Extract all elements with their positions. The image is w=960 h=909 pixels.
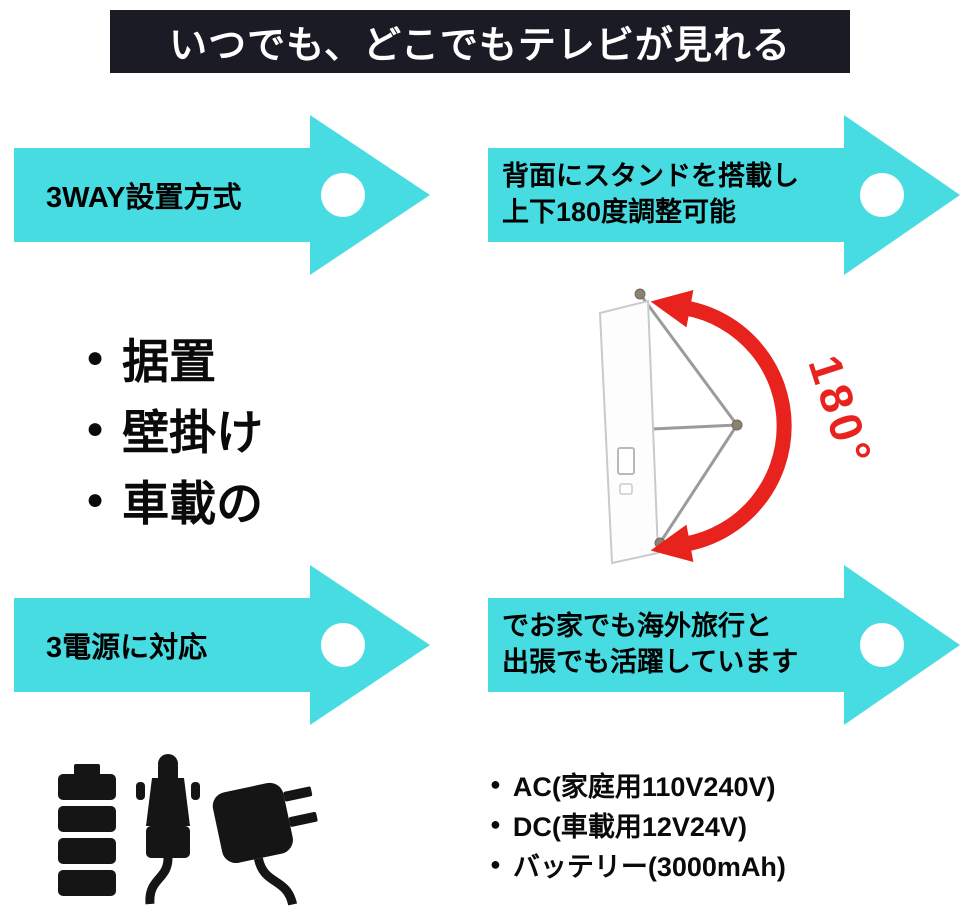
arrow-power-label: 3電源に対応 [14, 598, 207, 692]
arrow-stand-line2: 上下180度調整可能 [502, 197, 737, 227]
arrow-3way-label: 3WAY設置方式 [14, 148, 242, 242]
arrow-power-text: 3電源に対応 [46, 632, 208, 664]
arrow-banner-power: 3電源に対応 [14, 565, 430, 725]
mount-type-item: 車載の [86, 464, 263, 535]
arrow-circle-icon [860, 173, 904, 217]
mount-type-list: 据置 壁掛け 車載の [86, 322, 263, 535]
ac-adapter-icon [212, 782, 318, 906]
battery-icon [58, 764, 116, 896]
power-source-list: AC(家庭用110V240V) DC(車載用12V24V) バッテリー(3000… [490, 764, 786, 884]
rotation-arc-icon [650, 290, 792, 562]
arrow-stand-line1: 背面にスタンドを搭載し [502, 161, 799, 192]
arrow-banner-stand-detail: 背面にスタンドを搭載し 上下180度調整可能 [488, 115, 960, 275]
arrow-travel-line1: でお家でも海外旅行と [502, 611, 772, 642]
power-source-item: バッテリー(3000mAh) [490, 844, 786, 884]
mount-type-item: 据置 [86, 322, 263, 393]
header-banner: いつでも、どこでもテレビが見れる [110, 10, 850, 73]
car-charger-plug-icon [136, 754, 200, 905]
mount-type-item: 壁掛け [86, 393, 263, 464]
power-icons-group [58, 754, 318, 906]
device-stand-illustration: 180° [598, 288, 884, 565]
arrow-travel-line2: 出張でも活躍しています [502, 647, 799, 677]
arrow-circle-icon [860, 623, 904, 667]
arrow-3way-text: 3WAY設置方式 [46, 182, 242, 214]
arrow-circle-icon [321, 623, 365, 667]
tv-panel-icon [598, 299, 660, 565]
arrow-circle-icon [321, 173, 365, 217]
arrow-travel-label: でお家でも海外旅行と 出張でも活躍しています [488, 598, 798, 692]
header-title: いつでも、どこでもテレビが見れる [169, 25, 791, 67]
arrow-stand-label: 背面にスタンドを搭載し 上下180度調整可能 [488, 148, 799, 242]
arrow-banner-3way: 3WAY設置方式 [14, 115, 430, 275]
arrow-banner-travel-detail: でお家でも海外旅行と 出張でも活躍しています [488, 565, 960, 725]
angle-label: 180° [798, 349, 883, 475]
power-source-item: AC(家庭用110V240V) [490, 764, 786, 804]
power-source-item: DC(車載用12V24V) [490, 804, 786, 844]
